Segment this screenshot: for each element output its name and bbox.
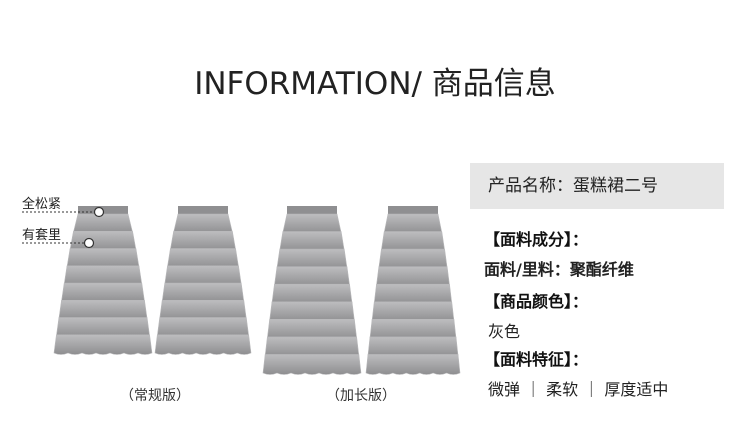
ruffle-tier bbox=[269, 301, 355, 323]
spec-fabric-value: 面料/里料：聚酯纤维 bbox=[484, 260, 634, 279]
ruffle-tier bbox=[173, 213, 233, 235]
ruffle-tier bbox=[69, 230, 137, 252]
ruffle-tier bbox=[383, 213, 443, 235]
long-front-skirt bbox=[262, 206, 362, 375]
waistband bbox=[287, 206, 337, 214]
ruffle-tier bbox=[53, 334, 153, 355]
ruffle-tier bbox=[279, 231, 345, 252]
waistband bbox=[388, 206, 438, 214]
ruffle-tier bbox=[381, 231, 445, 252]
ruffle-tier bbox=[56, 317, 150, 338]
spec-fabric-head: 【面料成分】： bbox=[484, 230, 589, 249]
ruffle-tier bbox=[371, 301, 455, 323]
product-name-value: 蛋糕裙二号 bbox=[573, 176, 658, 196]
ruffle-tier bbox=[63, 265, 143, 286]
ruffle-tier bbox=[365, 354, 461, 375]
regular-back-skirt bbox=[154, 206, 252, 355]
ruffle-tier bbox=[267, 319, 357, 340]
spec-feature-value: 微弹 ｜ 柔软 ｜ 厚度适中 bbox=[488, 380, 669, 399]
product-name-bar: 产品名称：蛋糕裙二号 bbox=[470, 163, 724, 209]
ruffle-tier bbox=[73, 213, 133, 235]
regular-front-skirt bbox=[53, 206, 153, 355]
spec-feature: 【面料特征】： 微弹 ｜ 柔软 ｜ 厚度适中 bbox=[484, 346, 668, 400]
spec-color-head: 【商品颜色】： bbox=[484, 292, 589, 311]
ruffle-tier bbox=[157, 317, 249, 338]
ruffle-tier bbox=[376, 266, 450, 288]
ruffle-tier bbox=[154, 334, 252, 355]
ruffle-tier bbox=[282, 213, 342, 235]
spec-color: 【商品颜色】： 灰色 bbox=[484, 288, 588, 342]
ruffle-tier bbox=[369, 319, 457, 340]
ruffle-tier bbox=[66, 248, 140, 269]
ruffle-tier bbox=[276, 248, 348, 270]
spec-fabric: 【面料成分】： 面料/里料：聚酯纤维 bbox=[484, 226, 634, 280]
spec-feature-head: 【面料特征】： bbox=[484, 350, 589, 369]
product-name-label: 产品名称： bbox=[488, 176, 573, 196]
waistband bbox=[178, 206, 228, 214]
ruffle-tier bbox=[373, 283, 453, 305]
ruffle-tier bbox=[274, 266, 350, 288]
ruffle-tier bbox=[170, 230, 236, 252]
long-back-skirt bbox=[365, 206, 461, 375]
ruffle-tier bbox=[161, 282, 245, 304]
callout-lining-line bbox=[22, 237, 95, 249]
caption-long: （加长版） bbox=[326, 388, 396, 404]
ruffle-tier bbox=[378, 248, 448, 270]
ruffle-tier bbox=[271, 283, 353, 305]
ruffle-tier bbox=[262, 354, 362, 375]
ruffle-tier bbox=[159, 299, 247, 321]
caption-regular: （常规版） bbox=[120, 388, 190, 404]
ruffle-tier bbox=[367, 336, 459, 358]
ruffle-tier bbox=[164, 265, 242, 286]
ruffle-tier bbox=[264, 336, 360, 358]
page-title: INFORMATION/ 商品信息 bbox=[194, 66, 556, 102]
ruffle-tier bbox=[167, 248, 239, 269]
callout-lining-label: 有套里 bbox=[22, 228, 62, 243]
ruffle-tier bbox=[61, 282, 145, 304]
callout-waist-line bbox=[22, 206, 105, 218]
spec-color-value: 灰色 bbox=[488, 322, 521, 341]
callout-waist-label: 全松紧 bbox=[22, 197, 62, 212]
ruffle-tier bbox=[58, 299, 148, 321]
